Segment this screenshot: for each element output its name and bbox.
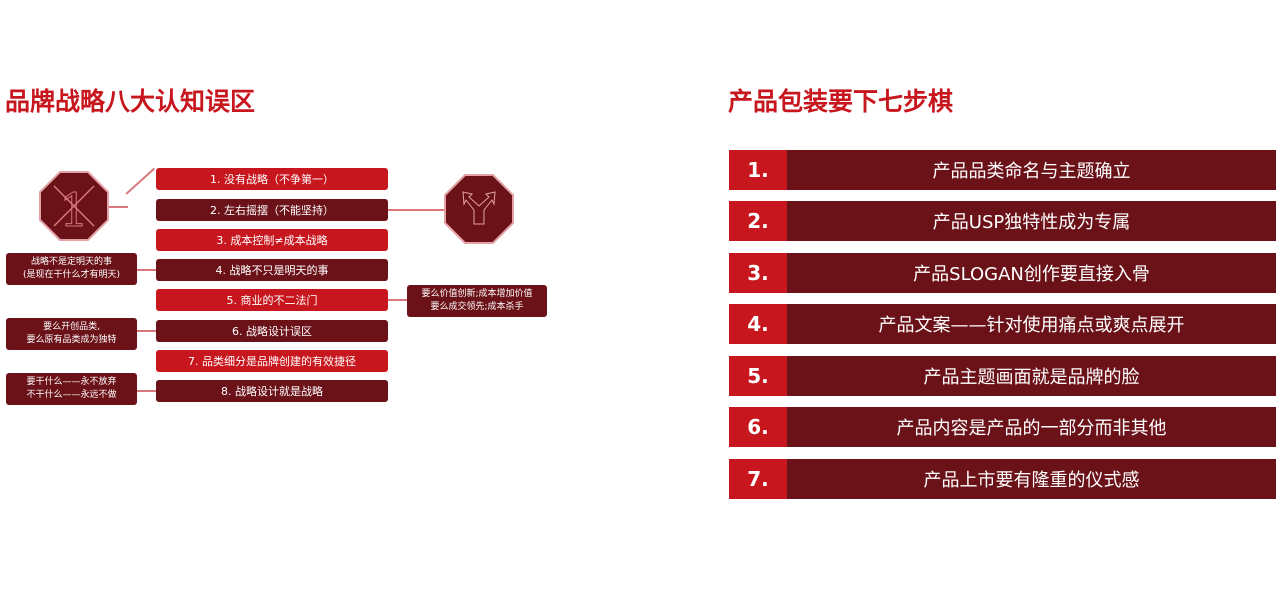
step-row: 4.产品文案——针对使用痛点或爽点展开 — [729, 304, 1276, 344]
myth-item-2: 2. 左右摇摆（不能坚持） — [156, 199, 388, 221]
step-text: 产品SLOGAN创作要直接入骨 — [787, 253, 1276, 293]
step-number: 6. — [729, 407, 787, 447]
myth-item-7: 7. 品类细分是品牌创建的有效捷径 — [156, 350, 388, 372]
step-number: 1. — [729, 150, 787, 190]
connector — [137, 269, 156, 271]
myth-item-8: 8. 战略设计就是战略 — [156, 380, 388, 402]
step-number: 2. — [729, 201, 787, 241]
step-row: 3.产品SLOGAN创作要直接入骨 — [729, 253, 1276, 293]
step-text: 产品USP独特性成为专属 — [787, 201, 1276, 241]
note-4: 战略不是定明天的事 (是现在干什么才有明天) — [6, 253, 137, 285]
note-line: 要么开创品类, — [43, 322, 100, 332]
connector — [125, 167, 155, 195]
step-number: 7. — [729, 459, 787, 499]
connector — [388, 209, 446, 211]
note-line: 要么原有品类成为独特 — [26, 335, 117, 345]
note-8: 要干什么——永不放弃不干什么——永远不做 — [6, 373, 137, 405]
note-line: 要干什么——永不放弃 — [26, 377, 117, 387]
step-text: 产品内容是产品的一部分而非其他 — [787, 407, 1276, 447]
myth-item-4: 4. 战略不只是明天的事 — [156, 259, 388, 281]
no-first-place-icon: 1 — [39, 171, 109, 241]
connector — [388, 299, 407, 301]
connector — [108, 206, 128, 208]
myth-item-5: 5. 商业的不二法门 — [156, 289, 388, 311]
step-row: 5.产品主题画面就是品牌的脸 — [729, 356, 1276, 396]
step-number: 5. — [729, 356, 787, 396]
note-line: 不干什么——永远不做 — [26, 390, 117, 400]
step-text: 产品文案——针对使用痛点或爽点展开 — [787, 304, 1276, 344]
step-text: 产品主题画面就是品牌的脸 — [787, 356, 1276, 396]
connector — [137, 330, 156, 332]
note-5: 要么价值创新;成本增加价值要么成交领先;成本杀手 — [407, 285, 547, 317]
note-line: 要么成交领先;成本杀手 — [430, 302, 524, 312]
myth-item-6: 6. 战略设计误区 — [156, 320, 388, 342]
note-line: (是现在干什么才有明天) — [22, 270, 121, 280]
step-text: 产品上市要有隆重的仪式感 — [787, 459, 1276, 499]
step-row: 2.产品USP独特性成为专属 — [729, 201, 1276, 241]
step-number: 3. — [729, 253, 787, 293]
step-number: 4. — [729, 304, 787, 344]
fork-road-icon — [444, 174, 514, 244]
right-title: 产品包装要下七步棋 — [728, 87, 954, 116]
note-6: 要么开创品类, 要么原有品类成为独特 — [6, 318, 137, 350]
connector — [137, 390, 156, 392]
myth-item-3: 3. 成本控制≠成本战略 — [156, 229, 388, 251]
left-title: 品牌战略八大认知误区 — [5, 87, 256, 116]
step-row: 7.产品上市要有隆重的仪式感 — [729, 459, 1276, 499]
step-row: 1.产品品类命名与主题确立 — [729, 150, 1276, 190]
svg-text:1: 1 — [59, 183, 88, 237]
note-line: 要么价值创新;成本增加价值 — [421, 289, 533, 299]
step-text: 产品品类命名与主题确立 — [787, 150, 1276, 190]
step-row: 6.产品内容是产品的一部分而非其他 — [729, 407, 1276, 447]
note-line: 战略不是定明天的事 — [30, 257, 112, 267]
myth-item-1: 1. 没有战略（不争第一） — [156, 168, 388, 190]
